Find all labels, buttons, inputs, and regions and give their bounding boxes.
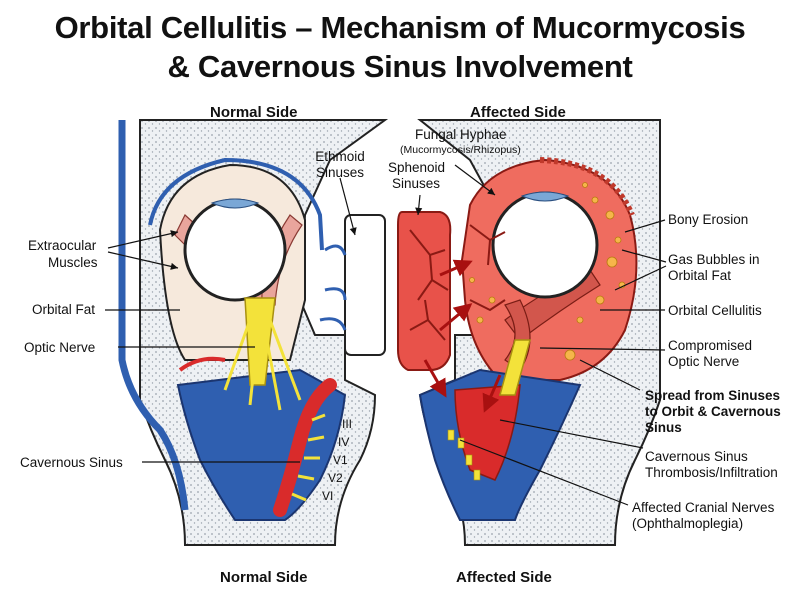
label-spread-line-3: Sinus [645, 420, 682, 435]
cranial-nerve-label: VI [322, 489, 333, 503]
label-orbital-fat: Orbital Fat [32, 302, 96, 317]
label-sphenoid-line-2: Sinuses [392, 176, 441, 191]
normal-internal-carotid [273, 378, 337, 517]
label-ethmoid-line-2: Sinuses [315, 165, 365, 180]
diagram-title-line-1: Orbital Cellulitis – Mechanism of Mucorm… [54, 10, 746, 45]
label-optic-nerve: Optic Nerve [24, 340, 96, 355]
cranial-nerve-label: V2 [328, 471, 343, 485]
label-cavernous-sinus: Cavernous Sinus [20, 455, 123, 470]
fungal-hyphae [409, 224, 506, 341]
normal-vein [118, 120, 189, 511]
affected-side-heading-bottom: Affected Side [456, 569, 552, 586]
label-fungal-hyphae-sub: (Mucormycosis/Rhizopus) [400, 144, 521, 156]
cranial-nerve-label: IV [338, 435, 349, 449]
diagram-title-line-2: & Cavernous Sinus Involvement [167, 49, 633, 84]
gas-bubbles [469, 182, 626, 361]
normal-side-diagram: III IV V1 V2 VI [105, 119, 389, 546]
label-sphenoid-line-1: Sphenoid [388, 160, 446, 175]
label-thrombosis-line-2: Thrombosis/Infiltration [645, 465, 778, 480]
label-extraocular-line-2: Muscles [48, 255, 98, 270]
normal-side-heading-top: Normal Side [210, 104, 298, 121]
label-gas-bubbles-line-2: Orbital Fat [668, 268, 732, 283]
cranial-nerve-label: V1 [333, 453, 348, 467]
label-spread-line-2: to Orbit & Cavernous [645, 404, 781, 419]
label-orbital-cellulitis: Orbital Cellulitis [668, 303, 762, 318]
affected-side-diagram [397, 119, 667, 546]
label-gas-bubbles-line-1: Gas Bubbles in [668, 252, 760, 267]
label-spread-line-1: Spread from Sinuses [645, 388, 781, 403]
normal-optic-nerve [244, 297, 276, 386]
label-bony-erosion: Bony Erosion [668, 212, 749, 227]
label-compromised-line-1: Compromised [668, 338, 753, 353]
compromised-optic-nerve [499, 339, 531, 396]
label-fungal-hyphae: Fungal Hyphae [415, 127, 507, 142]
label-affected-nerves-line-2: (Ophthalmoplegia) [632, 516, 744, 531]
label-ethmoid-line-1: Ethmoid [315, 149, 365, 164]
label-extraocular-line-1: Extraocular [28, 238, 97, 253]
ethmoid-sinus-box [344, 214, 386, 356]
label-affected-nerves-line-1: Affected Cranial Nerves [632, 500, 775, 515]
normal-side-heading-bottom: Normal Side [220, 569, 308, 586]
affected-side-heading-top: Affected Side [470, 104, 566, 121]
affected-eyeball [491, 191, 599, 299]
label-thrombosis-line-1: Cavernous Sinus [645, 449, 748, 464]
normal-cavernous-sinus [176, 368, 347, 521]
cranial-nerve-label: III [342, 417, 352, 431]
label-compromised-line-2: Optic Nerve [668, 354, 740, 369]
normal-eyeball [183, 198, 287, 302]
